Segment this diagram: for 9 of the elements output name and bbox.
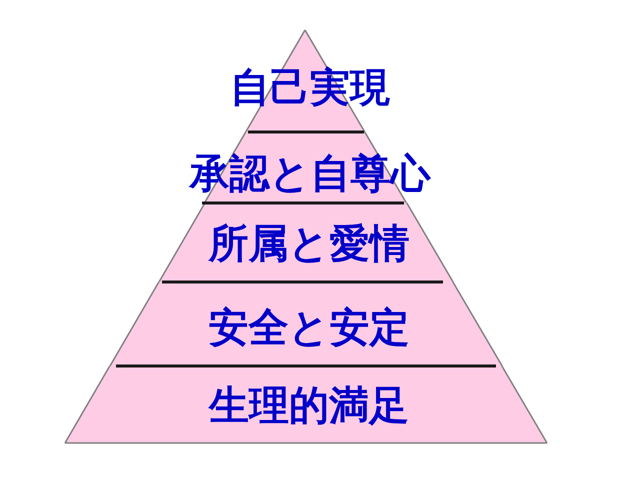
tier-label: 承認と自尊心 [190,154,430,194]
pyramid-tier [158,203,453,282]
tier-label: 所属と愛情 [208,224,410,264]
tier-label: 自己実現 [230,68,390,108]
tier-label: 生理的満足 [209,386,409,426]
tier-label: 安全と安定 [208,308,410,348]
pyramid-tier [188,132,432,203]
pyramid-tier [110,282,502,366]
pyramid-tier [65,366,547,443]
